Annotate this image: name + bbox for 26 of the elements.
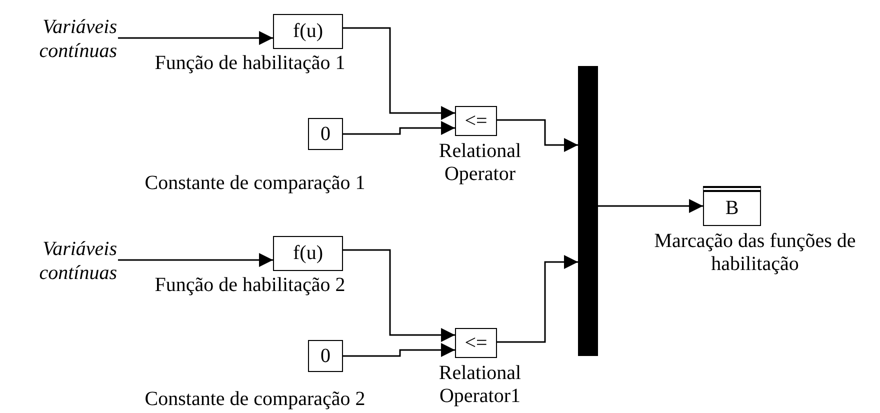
arrow — [497, 255, 578, 343]
block-caption: Constante de comparação 1 — [144, 172, 366, 195]
arrow — [497, 119, 578, 152]
arrow — [118, 253, 273, 267]
function-block: f(u) — [273, 236, 343, 271]
relational-operator-block: <= — [455, 328, 497, 358]
function-block: f(u) — [273, 14, 343, 49]
arrow — [343, 249, 455, 342]
constant-block: 0 — [308, 118, 343, 150]
block-caption: Constante de comparação 2 — [144, 388, 366, 411]
block-caption: Marcação das funções de habilitação — [653, 230, 857, 276]
block-caption: Função de habilitação 2 — [154, 274, 346, 297]
mux-bar — [578, 66, 598, 356]
input-label: Variáveis contínuas — [5, 236, 117, 286]
arrow — [343, 121, 455, 135]
block-caption: Relational Operator — [438, 140, 522, 186]
arrow — [343, 343, 455, 357]
input-label: Variáveis contínuas — [5, 14, 117, 64]
arrow — [343, 27, 455, 120]
constant-block: 0 — [308, 340, 343, 372]
arrow — [118, 31, 273, 45]
relational-operator-block: <= — [455, 106, 497, 136]
block-caption: Função de habilitação 1 — [154, 52, 346, 75]
block-caption: Relational Operator1 — [438, 362, 522, 408]
data-store-block: B — [703, 186, 761, 226]
arrow — [598, 199, 703, 213]
